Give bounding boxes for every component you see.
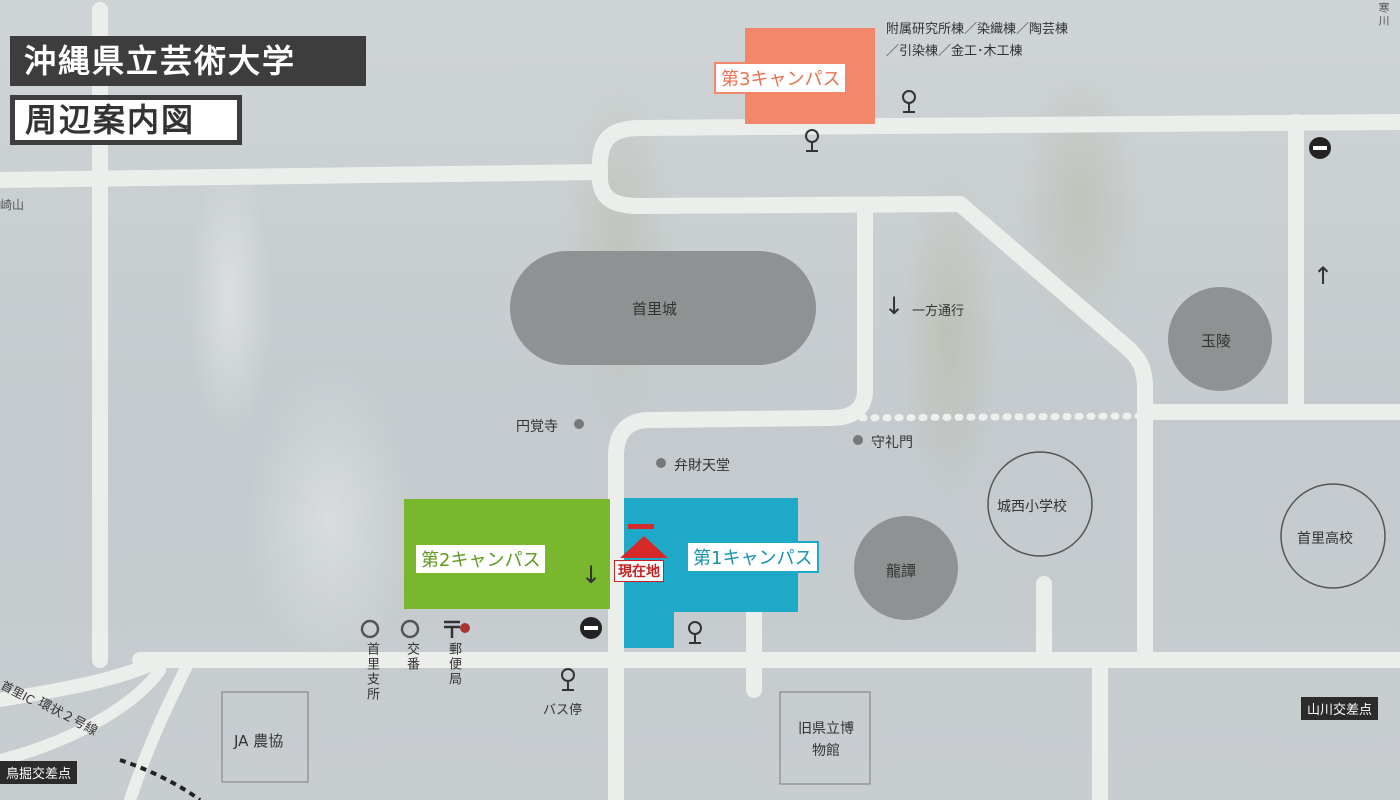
road-ring2-lower xyxy=(0,664,166,766)
third-campus-label: 第3キャンパス xyxy=(714,62,848,94)
road-diagonal-right xyxy=(952,196,1153,668)
police-box-marker xyxy=(400,619,420,639)
road-top-loop xyxy=(591,114,1400,180)
road-center-curve xyxy=(608,198,873,800)
shuri-branch-marker xyxy=(360,619,380,639)
dotted-path xyxy=(846,412,1144,422)
enkakuji-label: 円覚寺 xyxy=(516,419,558,435)
map-title: 沖縄県立芸術大学 xyxy=(10,36,366,86)
first-campus-label: 第1キャンパス xyxy=(686,541,820,573)
edge-left-label: 崎山 xyxy=(0,198,25,212)
edge-right-label: 寒川 xyxy=(1377,2,1390,28)
one-way-label: 一方通行 xyxy=(912,304,965,319)
road-ring2 xyxy=(0,653,167,707)
shurijo-shape xyxy=(510,251,816,365)
arrow-down-icon: ↓ xyxy=(581,561,602,589)
museum-label: 旧県立博物館 xyxy=(798,721,854,759)
ryutan-label: 龍譚 xyxy=(886,562,917,580)
police-box-label: 交番 xyxy=(404,642,419,672)
current-location-icon xyxy=(620,536,668,558)
map-subtitle: 周辺案内図 xyxy=(10,95,242,145)
shuri-high-label: 首里高校 xyxy=(1297,531,1353,547)
benzaitendo-dot xyxy=(656,458,666,468)
arrow-up-icon: ↑ xyxy=(1313,262,1334,290)
enkakuji-dot xyxy=(574,419,584,429)
ja-block xyxy=(221,691,309,783)
third-campus-buildings-line2: ／引染棟／金工･木工棟 xyxy=(886,44,1023,59)
dashed-rail xyxy=(119,758,202,800)
bus-stop-label: バス停 xyxy=(543,703,583,718)
first-campus-area-extension xyxy=(624,610,674,648)
ryutan-shape xyxy=(854,516,958,620)
museum-block xyxy=(779,691,871,785)
current-location-label: 現在地 xyxy=(614,560,664,582)
second-campus-label: 第2キャンパス xyxy=(414,543,548,575)
gyokuryo-shape xyxy=(1168,287,1272,391)
yamakawa-intersection-label: 山川交差点 xyxy=(1301,697,1379,720)
post-office-icon xyxy=(444,620,470,638)
third-campus-buildings-line1: 附属研究所棟／染織棟／陶芸棟 xyxy=(886,22,1069,37)
shuri-high-shape xyxy=(1280,483,1386,589)
shurijo-label: 首里城 xyxy=(632,300,678,318)
arrow-down-icon: ↓ xyxy=(884,292,905,320)
bus-stop-icon xyxy=(561,90,916,691)
benzaitendo-label: 弁財天堂 xyxy=(674,458,730,474)
post-office-label: 郵便局 xyxy=(446,642,461,687)
ja-label: JA 農協 xyxy=(234,732,284,750)
road-sw-diagonal xyxy=(124,654,196,800)
jousei-school-label: 城西小学校 xyxy=(997,499,1067,515)
shureimon-label: 守礼門 xyxy=(871,435,913,451)
road-upper-mid xyxy=(591,164,968,214)
no-entry-icon xyxy=(580,137,1331,639)
torihori-intersection-label: 鳥掘交差点 xyxy=(0,761,78,784)
gyokuryo-label: 玉陵 xyxy=(1201,332,1232,350)
shuri-branch-label: 首里支所 xyxy=(364,642,379,702)
shureimon-dot xyxy=(853,435,863,445)
current-location-bar xyxy=(628,524,654,529)
jousei-school-shape xyxy=(987,451,1093,557)
